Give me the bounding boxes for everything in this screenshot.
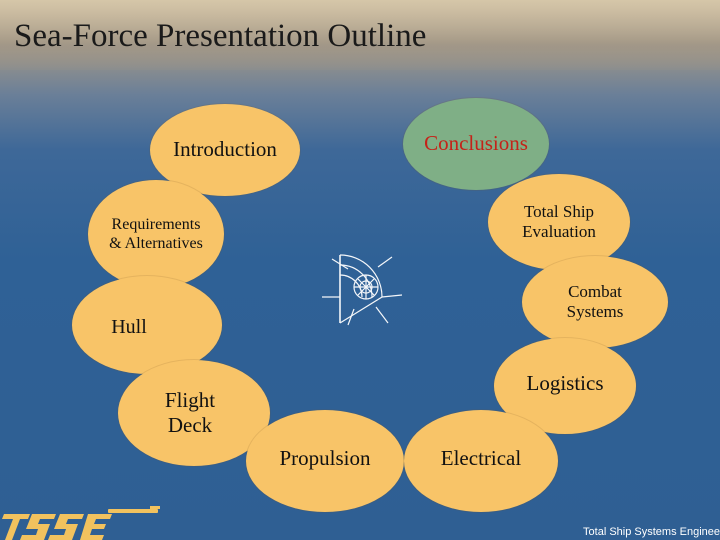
slide-title: Sea-Force Presentation Outline <box>14 18 427 54</box>
tsse-logo <box>2 506 160 540</box>
topic-total-ship-evaluation-label: Total Ship Evaluation <box>522 201 596 241</box>
topic-flight-deck[interactable]: Flight Deck <box>118 360 270 466</box>
topic-requirements-alternatives-label: Requirements & Alternatives <box>109 215 203 252</box>
topic-conclusions[interactable]: Conclusions <box>403 98 549 190</box>
topic-hull[interactable]: Hull <box>72 276 222 374</box>
topic-flight-deck-label: Flight Deck <box>164 387 216 437</box>
topic-propulsion-label: Propulsion <box>279 446 371 471</box>
topic-hull-label: Hull <box>111 316 147 338</box>
compass-rose-icon <box>322 254 403 326</box>
topic-electrical[interactable]: Electrical <box>404 410 558 512</box>
topic-introduction[interactable]: Introduction <box>150 104 300 196</box>
topic-requirements-alternatives[interactable]: Requirements & Alternatives <box>88 180 224 288</box>
topic-logistics-label: Logistics <box>526 371 604 396</box>
title-band <box>0 0 720 70</box>
topic-propulsion[interactable]: Propulsion <box>246 410 404 512</box>
topic-conclusions-label: Conclusions <box>424 131 528 156</box>
topic-combat-systems[interactable]: Combat Systems <box>522 256 668 348</box>
footer-text: Total Ship Systems Enginee <box>583 526 720 538</box>
topic-total-ship-evaluation[interactable]: Total Ship Evaluation <box>488 174 630 270</box>
topic-electrical-label: Electrical <box>440 446 522 471</box>
topic-introduction-label: Introduction <box>173 137 277 162</box>
topic-combat-systems-label: Combat Systems <box>566 281 624 321</box>
